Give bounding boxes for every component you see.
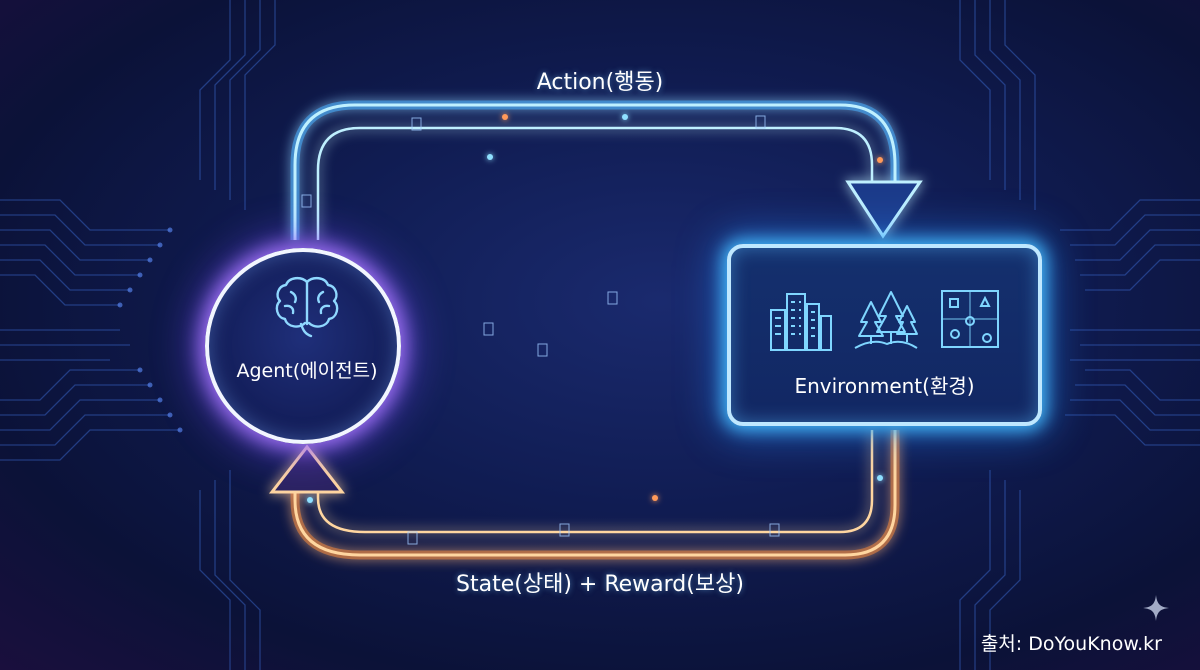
feedback-loop-arrow	[268, 430, 900, 560]
state-reward-label-text: State(상태) + Reward(보상)	[456, 572, 744, 597]
circuit-traces-right	[959, 0, 1200, 670]
agent-label: Agent(에이전트)	[236, 360, 378, 382]
document-glyphs	[301, 115, 780, 545]
state-reward-label: State(상태) + Reward(보상)	[0, 566, 1200, 598]
circuit-traces-left	[0, 0, 276, 670]
action-label-text: Action(행동)	[536, 70, 664, 95]
source-credit: 출처: DoYouKnow.kr	[980, 633, 1162, 655]
environment-node: Environment(환경)	[727, 244, 1042, 426]
data-flow-streaks	[438, 282, 722, 378]
forest-trees-icon	[854, 291, 918, 349]
action-label: Action(행동)	[0, 64, 1200, 96]
brain-icon	[275, 277, 339, 338]
agent-node: Agent(에이전트)	[205, 248, 401, 444]
city-buildings-icon	[770, 293, 832, 351]
sparkle-icon	[1143, 595, 1169, 621]
game-board-icon	[941, 290, 999, 348]
environment-label: Environment(환경)	[794, 374, 975, 398]
action-loop-arrow	[290, 100, 923, 240]
